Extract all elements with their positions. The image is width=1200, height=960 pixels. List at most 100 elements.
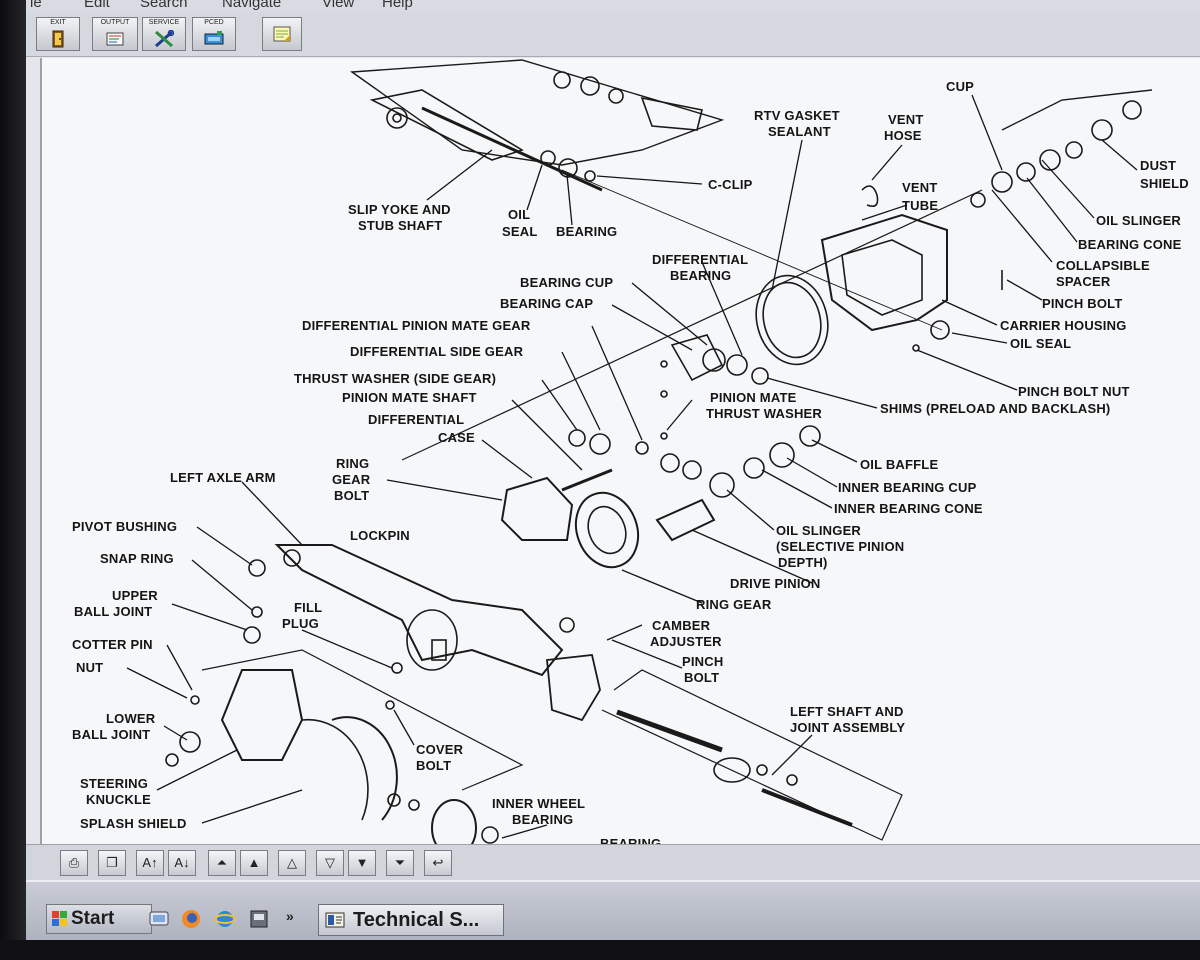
copy-button[interactable]: ❐ [98,850,126,876]
label-bearing-cup: BEARING CUP [520,275,613,290]
diagram-linework [165,59,1153,844]
label-inner-wheel-bearing-1: INNER WHEEL [492,796,585,811]
technical-service-app-icon [325,912,345,928]
label-left-shaft-2: JOINT ASSEMBLY [790,720,905,735]
exit-door-icon [52,30,64,48]
app-window-icon[interactable] [248,908,270,930]
menu-navigate[interactable]: Navigate [222,0,282,11]
label-left-shaft-1: LEFT SHAFT AND [790,704,904,719]
output-button[interactable]: OUTPUT [92,17,138,51]
last-page-button[interactable]: ⏷ [386,850,414,876]
back-button[interactable]: ↩ [424,850,452,876]
page-up-fast-button[interactable]: ▲ [240,850,268,876]
label-camber-adjuster-1: CAMBER [652,618,711,633]
label-upper-ball-joint-1: UPPER [112,588,158,603]
first-page-icon: ⏶ [216,855,228,870]
exit-button[interactable]: EXIT [36,17,80,51]
label-oil-seal-right: OIL SEAL [1010,336,1071,351]
label-oil-seal-left-2: SEAL [502,224,537,239]
font-larger-button[interactable]: A↑ [136,850,164,876]
label-differential-case-1: DIFFERENTIAL [368,412,464,427]
taskbar: Start » Technical S... [26,880,1200,942]
label-c-clip: C-CLIP [708,177,753,192]
label-nut: NUT [76,660,103,675]
page-down-button[interactable]: ▽ [316,850,344,876]
label-oil-slinger-selective-1: OIL SLINGER [776,523,861,538]
label-rtv-gasket-sealant-1: RTV GASKET [754,108,840,123]
label-steering-knuckle-2: KNUCKLE [86,792,151,807]
label-pinion-mate-thrust-washer-1: PINION MATE [710,390,797,405]
first-page-button[interactable]: ⏶ [208,850,236,876]
label-dust-shield-2: SHIELD [1140,176,1189,191]
service-tools-icon [155,30,174,48]
label-bearing-partial: BEARING [600,836,661,844]
menu-help[interactable]: Help [382,0,413,11]
font-smaller-button[interactable]: A↓ [168,850,196,876]
label-snap-ring: SNAP RING [100,551,174,566]
label-bearing-cap: BEARING CAP [500,296,593,311]
label-ring-gear-bolt-2: GEAR [332,472,371,487]
label-differential-bearing-1: DIFFERENTIAL [652,252,748,267]
monitor-bezel-bottom [0,940,1200,960]
quick-launch-more-icon[interactable]: » [286,908,294,924]
label-lower-ball-joint-1: LOWER [106,711,156,726]
label-vent-tube-2: TUBE [902,198,938,213]
label-left-axle-arm: LEFT AXLE ARM [170,470,276,485]
diagram-viewer[interactable]: RTV GASKET SEALANT VENT HOSE VENT TUBE C… [40,58,1200,844]
label-cup: CUP [946,79,974,94]
start-label: Start [71,908,115,929]
firefox-icon[interactable] [180,908,202,930]
label-differential-bearing-2: BEARING [670,268,731,283]
menu-file[interactable]: le [30,0,42,11]
viewer-navigation-bar: ⎙ ❐ A↑ A↓ ⏶ ▲ △ ▽ ▼ ⏷ ↩ [26,844,1200,881]
label-cover-bolt-1: COVER [416,742,464,757]
label-pinch-bolt-bottom-1: PINCH [682,654,723,669]
internet-explorer-icon[interactable] [214,908,236,930]
label-vent-hose-2: HOSE [884,128,922,143]
label-slip-yoke-1: SLIP YOKE AND [348,202,451,217]
label-bearing-cone-top: BEARING CONE [1078,237,1182,252]
label-oil-seal-left-1: OIL [508,207,530,222]
pced-button[interactable]: PCED [192,17,236,51]
menu-edit[interactable]: Edit [84,0,110,11]
page-up-button[interactable]: △ [278,850,306,876]
diagram-leader-lines [126,94,1138,839]
pced-icon [204,31,224,45]
back-icon: ↩ [432,855,444,870]
start-button[interactable]: Start [46,904,152,934]
label-fill-plug-2: PLUG [282,616,319,631]
label-collapsible-spacer-2: SPACER [1056,274,1111,289]
label-upper-ball-joint-2: BALL JOINT [74,604,152,619]
label-carrier-housing: CARRIER HOUSING [1000,318,1127,333]
notes-button[interactable] [262,17,302,51]
label-pivot-bushing: PIVOT BUSHING [72,519,177,534]
last-page-icon: ⏷ [394,855,406,870]
label-shims: SHIMS (PRELOAD AND BACKLASH) [880,401,1110,416]
service-button-label: SERVICE [148,19,180,26]
toolbar: EXIT OUTPUT SERVICE [26,12,1200,57]
taskbar-item-technical-service[interactable]: Technical S... [318,904,504,936]
menu-search[interactable]: Search [140,0,188,11]
pced-button-label: PCED [204,19,224,26]
print-button[interactable]: ⎙ [60,850,88,876]
show-desktop-icon[interactable] [148,908,170,930]
label-oil-slinger-top: OIL SLINGER [1096,213,1181,228]
label-slip-yoke-2: STUB SHAFT [358,218,442,233]
label-thrust-washer-side-gear: THRUST WASHER (SIDE GEAR) [294,371,496,386]
label-fill-plug-1: FILL [294,600,322,615]
page-down-fast-button[interactable]: ▼ [348,850,376,876]
label-cover-bolt-2: BOLT [416,758,451,773]
menu-view[interactable]: View [322,0,355,11]
label-pinion-mate-thrust-washer-2: THRUST WASHER [706,406,822,421]
service-button[interactable]: SERVICE [142,17,186,51]
label-oil-slinger-selective-2: (SELECTIVE PINION [776,539,904,554]
label-inner-bearing-cup: INNER BEARING CUP [838,480,977,495]
label-steering-knuckle-1: STEERING [80,776,148,791]
page-up-icon: △ [287,855,297,870]
label-camber-adjuster-2: ADJUSTER [650,634,722,649]
notes-icon [273,26,291,42]
diagram-labels: RTV GASKET SEALANT VENT HOSE VENT TUBE C… [72,79,1189,844]
label-oil-baffle: OIL BAFFLE [860,457,938,472]
label-pinch-bolt-top: PINCH BOLT [1042,296,1122,311]
label-lockpin: LOCKPIN [350,528,410,543]
